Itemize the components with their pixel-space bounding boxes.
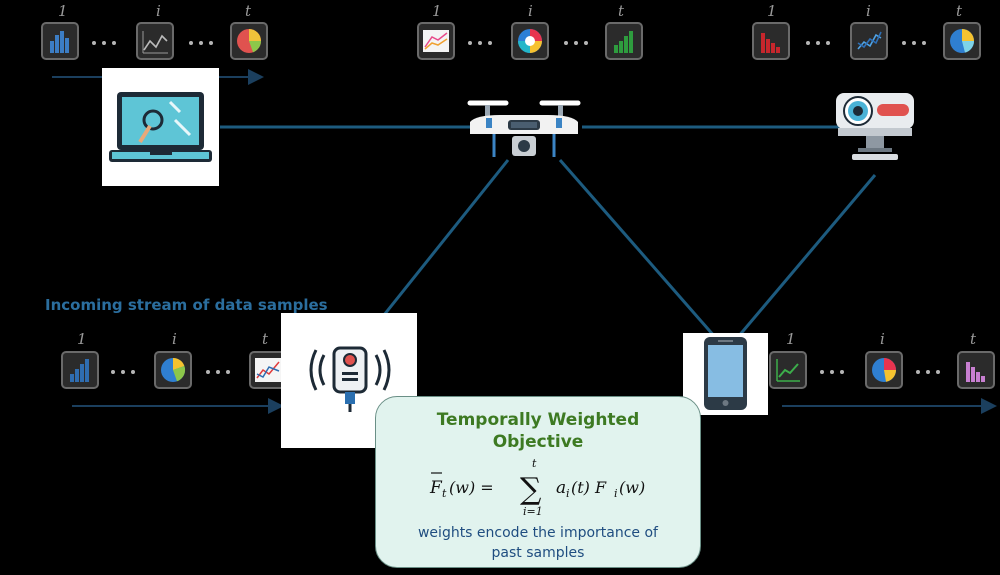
ellipsis-icon [189, 41, 213, 45]
sum-symbol: ∑ [520, 472, 542, 507]
formula-rhs-a: a [556, 478, 566, 498]
index-label-middle: i [172, 330, 177, 348]
ellipsis-icon [111, 370, 135, 374]
sensor-stream: 1 i t [61, 330, 287, 389]
bar-chart-icon [61, 351, 99, 389]
laptop-stream: 1 i t [41, 2, 268, 60]
pie-chart-icon [943, 22, 981, 60]
objective-formula: F t (w) = t ∑ i=1 a i (t) F i (w) [429, 457, 645, 518]
index-label-last: t [956, 2, 963, 20]
ellipsis-icon [902, 41, 926, 45]
objective-box: Temporally Weighted Objective F t (w) = … [375, 396, 701, 568]
sum-bottom: i=1 [523, 505, 543, 518]
sum-top: t [532, 457, 537, 470]
formula-sub-t: t [442, 487, 447, 500]
formula-rhs-sub-i: i [614, 487, 618, 500]
laptop-icon [102, 68, 219, 186]
index-label-first: 1 [767, 2, 777, 20]
line-chart-icon [417, 22, 455, 60]
stream-label: Incoming stream of data samples [45, 296, 328, 314]
ellipsis-icon [92, 41, 116, 45]
formula-lhs: F [429, 478, 443, 498]
bar-chart-icon [957, 351, 995, 389]
index-label-last: t [245, 2, 252, 20]
drone-stream: 1 i t [417, 2, 643, 60]
bar-chart-icon [752, 22, 790, 60]
formula-arg: (w) = [449, 478, 494, 497]
formula-rhs-t: (t) F [571, 478, 607, 497]
bar-chart-icon [605, 22, 643, 60]
index-label-middle: i [528, 2, 533, 20]
objective-caption: weights encode the importance of past sa… [417, 525, 658, 561]
ellipsis-icon [820, 370, 844, 374]
index-label-middle: i [156, 2, 161, 20]
index-label-middle: i [880, 330, 885, 348]
line-chart-icon [136, 22, 174, 60]
link-drone-phone [558, 159, 717, 338]
index-label-last: t [970, 330, 977, 348]
index-label-middle: i [866, 2, 871, 20]
pie-chart-icon [154, 351, 192, 389]
projector-stream: 1 i t [752, 2, 981, 60]
pie-chart-icon [230, 22, 268, 60]
formula-rhs-i: i [566, 487, 570, 500]
ellipsis-icon [806, 41, 830, 45]
index-label-last: t [262, 330, 269, 348]
ellipsis-icon [916, 370, 940, 374]
link-projector-phone [736, 174, 877, 338]
ellipsis-icon [206, 370, 230, 374]
drone-icon [467, 100, 581, 157]
smartphone-icon [683, 333, 768, 415]
ellipsis-icon [468, 41, 492, 45]
line-chart-icon [850, 22, 888, 60]
network-links [220, 125, 877, 346]
bar-chart-icon [41, 22, 79, 60]
ellipsis-icon [564, 41, 588, 45]
index-label-first: 1 [786, 330, 796, 348]
index-label-first: 1 [77, 330, 87, 348]
projector-icon [836, 93, 914, 160]
formula-rhs-w: (w) [619, 478, 645, 497]
donut-chart-icon [511, 22, 549, 60]
objective-title: Temporally Weighted Objective [436, 410, 640, 452]
index-label-first: 1 [432, 2, 442, 20]
index-label-first: 1 [58, 2, 68, 20]
phone-stream: 1 i t [769, 330, 995, 389]
line-chart-icon [249, 351, 287, 389]
index-label-last: t [618, 2, 625, 20]
line-chart-icon [769, 351, 807, 389]
pie-chart-icon [865, 351, 903, 389]
